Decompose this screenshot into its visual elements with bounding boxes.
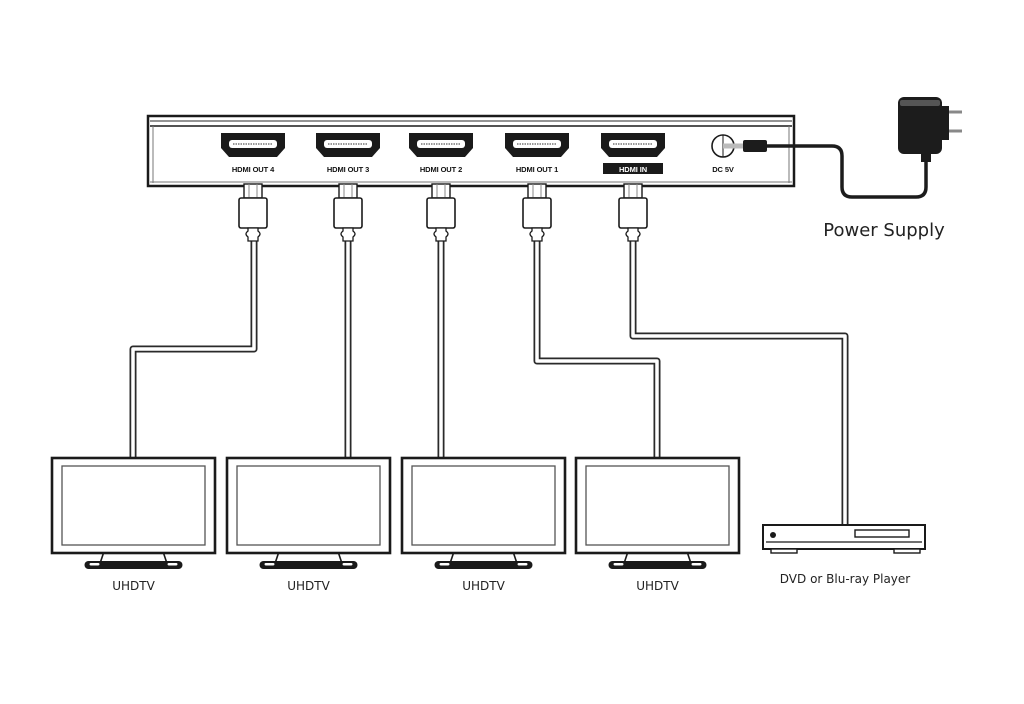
plug-strain-relief (529, 227, 545, 242)
port-label-out1: HDMI OUT 1 (516, 165, 558, 174)
player-foot-left (770, 548, 798, 554)
tv-label: UHDTV (112, 579, 155, 593)
tv-4: UHDTV (574, 456, 741, 593)
tv-stand-base (259, 561, 358, 569)
port-label-out3: HDMI OUT 3 (327, 165, 369, 174)
tv-screen (236, 465, 381, 546)
adapter-highlight (900, 100, 940, 106)
tv-screen (411, 465, 556, 546)
power-supply-label: Power Supply (823, 220, 945, 241)
tv-stand-base (608, 561, 707, 569)
plug-strain-relief (340, 227, 356, 242)
port-label-out4: HDMI OUT 4 (232, 165, 275, 174)
adapter-plug-base (940, 106, 949, 140)
dc-plug-icon (743, 140, 767, 152)
plug-housing (522, 197, 552, 229)
tv-stand-neck (274, 552, 343, 563)
power-adapter-icon (898, 97, 942, 154)
plug-tip (338, 183, 358, 199)
tv-screen (585, 465, 730, 546)
source-label: DVD or Blu-ray Player (780, 572, 910, 586)
tv-label: UHDTV (636, 579, 679, 593)
plug-strain-relief (625, 227, 641, 242)
plug-housing (333, 197, 363, 229)
tv-stand-neck (99, 552, 168, 563)
hdmi-port-out1: HDMI OUT 1 (505, 133, 569, 174)
hdmi-plug-out1 (522, 183, 552, 242)
hdmi-plug-out4 (238, 183, 268, 242)
tv-3: UHDTV (400, 456, 567, 593)
tv-stand-neck (449, 552, 518, 563)
source-player: DVD or Blu-ray Player (762, 524, 926, 586)
plug-tip (527, 183, 547, 199)
hdmi-port-out2: HDMI OUT 2 (409, 133, 473, 174)
plug-housing (618, 197, 648, 229)
hdmi-ports: HDMI OUT 4 HDMI OUT 3 HDMI OUT 2 HDMI OUT 1… (221, 133, 665, 174)
hdmi-port-out3: HDMI OUT 3 (316, 133, 380, 174)
power-supply: Power Supply (723, 97, 962, 241)
hdmi-port-out4: HDMI OUT 4 (221, 133, 285, 174)
hdmi-plug-out3 (333, 183, 363, 242)
plug-strain-relief (433, 227, 449, 242)
hdmi-cable-in (629, 240, 849, 525)
hdmi-cable-out4 (129, 240, 258, 458)
cable-outline (533, 240, 661, 458)
cable-core (631, 240, 847, 525)
hdmi-connectors (238, 183, 648, 242)
disc-tray-icon (854, 529, 910, 538)
plug-tip (243, 183, 263, 199)
plug-housing (238, 197, 268, 229)
port-label-bg (603, 163, 663, 174)
player-foot-right (893, 548, 921, 554)
displays: UHDTV UHDTV UHDTV UHDTV (50, 456, 741, 593)
player-power-led (770, 532, 776, 538)
hdmi-port-in: HDMI IN (601, 133, 665, 174)
plug-housing (426, 197, 456, 229)
tv-stand-base (84, 561, 183, 569)
plug-tip (431, 183, 451, 199)
hdmi-plug-out2 (426, 183, 456, 242)
cable-core (131, 240, 256, 458)
port-label-in: HDMI IN (619, 165, 647, 174)
tv-1: UHDTV (50, 456, 217, 593)
tv-stand-neck (623, 552, 692, 563)
tv-2: UHDTV (225, 456, 392, 593)
tv-label: UHDTV (287, 579, 330, 593)
tv-label: UHDTV (462, 579, 505, 593)
hdmi-cables (129, 240, 849, 525)
hdmi-cable-out1 (533, 240, 661, 458)
tv-screen (61, 465, 206, 546)
plug-strain-relief (245, 227, 261, 242)
port-label-out2: HDMI OUT 2 (420, 165, 462, 174)
cable-core (535, 240, 659, 458)
cord-strain-relief (921, 152, 931, 162)
tv-stand-base (434, 561, 533, 569)
dc-5v-label: DC 5V (712, 165, 734, 174)
plug-tip (623, 183, 643, 199)
power-cord (767, 144, 928, 199)
dc-5v-jack: DC 5V (711, 134, 735, 174)
hdmi-plug-in (618, 183, 648, 242)
